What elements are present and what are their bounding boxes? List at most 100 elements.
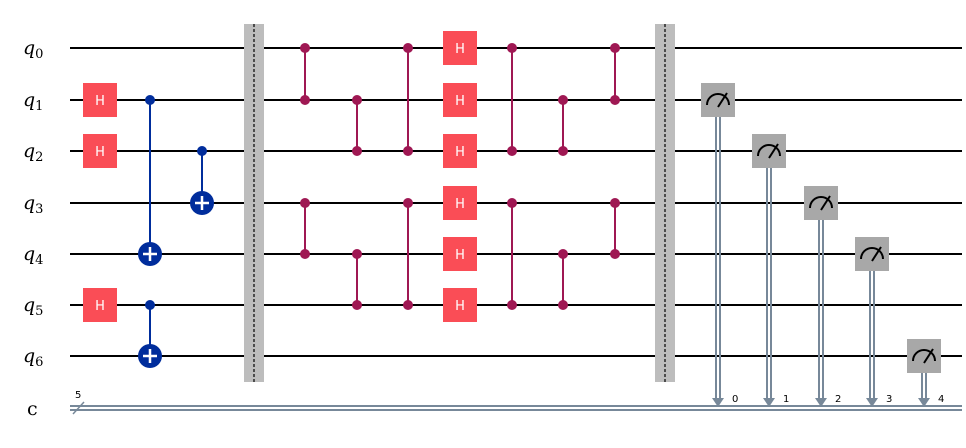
measure-bit-index: 4 [938, 394, 944, 405]
qubit-label-base: q [23, 294, 35, 316]
cz-dot [610, 43, 620, 53]
h-gate-label: H [95, 145, 105, 160]
cz-dot [352, 249, 362, 259]
cx-control-dot [197, 146, 207, 156]
measure-box [907, 339, 941, 373]
cz-dot [300, 95, 310, 105]
cz-dot [403, 146, 413, 156]
qubit-label-6: q6 [23, 345, 43, 370]
qubit-label-base: q [23, 140, 35, 162]
qubit-label-base: q [23, 243, 35, 265]
classical-register-slash [72, 401, 85, 415]
h-gate-label: H [95, 299, 105, 314]
classical-register-label: c [27, 398, 38, 420]
meter-icon [860, 247, 884, 260]
cz-dot [610, 249, 620, 259]
qubit-label-4: q4 [23, 243, 43, 268]
cz-dot [558, 95, 568, 105]
meter-needle-icon [871, 246, 882, 262]
qubit-label-index: 0 [35, 47, 43, 62]
cx-control-dot [145, 300, 155, 310]
measure-box [804, 186, 838, 220]
h-gate-box [83, 83, 117, 117]
h-gate-box [443, 31, 477, 65]
cz-dot [507, 146, 517, 156]
h-gate-box [443, 288, 477, 322]
operations: H H H H H H H H H 0 1 2 3 4 [83, 24, 944, 407]
meter-needle-icon [768, 143, 779, 159]
cz-dot [403, 198, 413, 208]
qubit-label-3: q3 [23, 192, 43, 217]
cz-dot [403, 43, 413, 53]
measure-arrow [763, 398, 775, 407]
cz-dot [352, 95, 362, 105]
measure-arrow [866, 398, 878, 407]
meter-icon [757, 144, 781, 157]
cz-dot [403, 300, 413, 310]
measure-bit-index: 3 [886, 394, 892, 405]
measure-bit-index: 1 [783, 394, 789, 405]
h-gate-label: H [95, 94, 105, 109]
h-gate-label: H [455, 248, 465, 263]
measure-bit-index: 2 [835, 394, 841, 405]
classical-register-size: 5 [75, 390, 81, 401]
qubit-label-base: q [23, 192, 35, 214]
qubit-label-index: 3 [35, 202, 43, 217]
qubit-label-0: q0 [23, 37, 43, 62]
qubit-label-index: 4 [35, 253, 43, 268]
meter-needle-icon [923, 348, 934, 364]
cz-dot [558, 146, 568, 156]
meter-needle-icon [820, 195, 831, 211]
meter-icon [912, 349, 936, 362]
h-gate-label: H [455, 299, 465, 314]
cz-dot [558, 300, 568, 310]
cz-dot [558, 249, 568, 259]
meter-needle-icon [717, 92, 728, 108]
measure-box [855, 237, 889, 271]
cz-dot [507, 198, 517, 208]
cz-dot [352, 146, 362, 156]
qubit-label-base: q [23, 89, 35, 111]
barrier-block [655, 24, 675, 382]
cz-dot [352, 300, 362, 310]
cz-dot [507, 300, 517, 310]
cz-dot [610, 198, 620, 208]
qubit-label-index: 6 [35, 355, 43, 370]
h-gate-label: H [455, 197, 465, 212]
qubit-label-base: q [23, 345, 35, 367]
cz-dot [300, 249, 310, 259]
cz-dot [300, 198, 310, 208]
cz-dot [507, 43, 517, 53]
h-gate-box [83, 134, 117, 168]
h-gate-label: H [455, 42, 465, 57]
wires: 5 [70, 47, 962, 415]
cz-dot [610, 95, 620, 105]
meter-icon [706, 93, 730, 106]
qubit-label-index: 1 [35, 99, 43, 114]
meter-icon [809, 196, 833, 209]
measure-box [701, 83, 735, 117]
h-gate-box [443, 186, 477, 220]
cz-dot [300, 43, 310, 53]
cx-control-dot [145, 95, 155, 105]
measure-box [752, 134, 786, 168]
qubit-label-2: q2 [23, 140, 43, 165]
barrier-block [244, 24, 264, 382]
qubit-label-index: 2 [35, 150, 43, 165]
measure-arrow [815, 398, 827, 407]
h-gate-box [443, 83, 477, 117]
h-gate-label: H [455, 145, 465, 160]
h-gate-box [83, 288, 117, 322]
qubit-label-base: q [23, 37, 35, 59]
qubit-label-1: q1 [23, 89, 43, 114]
qubit-label-index: 5 [35, 304, 43, 319]
measure-arrow [712, 398, 724, 407]
measure-arrow [918, 398, 930, 407]
h-gate-box [443, 134, 477, 168]
qubit-label-5: q5 [23, 294, 43, 319]
h-gate-label: H [455, 94, 465, 109]
measure-bit-index: 0 [732, 394, 738, 405]
h-gate-box [443, 237, 477, 271]
